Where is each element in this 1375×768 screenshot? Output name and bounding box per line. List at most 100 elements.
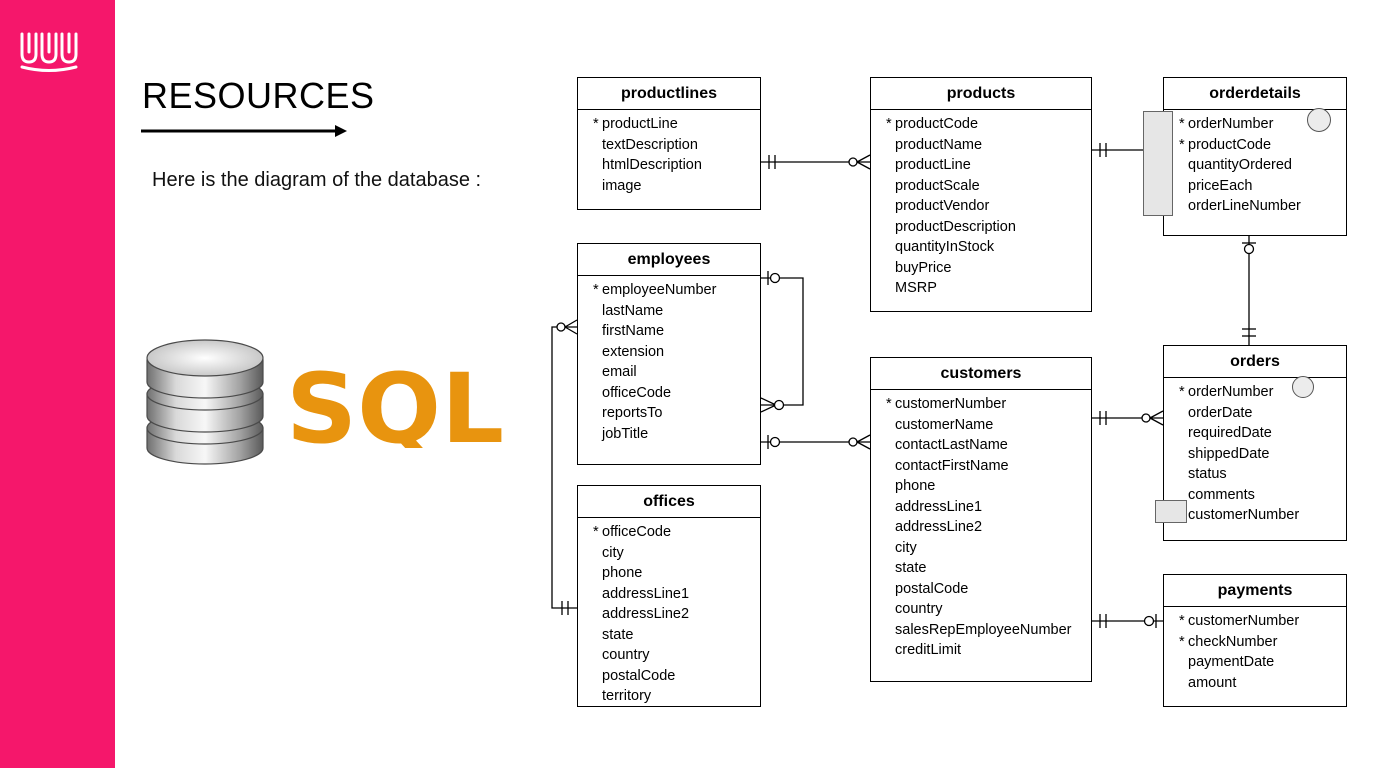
table-field: *checkNumber	[1164, 632, 1346, 653]
field-name: quantityInStock	[895, 239, 995, 255]
field-name: status	[1188, 466, 1227, 482]
table-title: products	[871, 78, 1091, 110]
table-field: postalCode	[871, 579, 1091, 600]
primary-key-marker: *	[1179, 116, 1185, 132]
field-name: contactLastName	[895, 437, 1008, 453]
field-name: addressLine2	[895, 519, 983, 535]
field-name: orderNumber	[1188, 116, 1274, 132]
field-name: jobTitle	[602, 425, 649, 442]
table-field: customerNumber	[1164, 505, 1346, 526]
field-name: productCode	[1188, 136, 1272, 153]
field-name: productScale	[895, 177, 980, 194]
field-name: firstName	[602, 323, 665, 339]
table-field: jobTitle	[578, 424, 760, 445]
field-name: lastName	[602, 302, 664, 319]
field-name: country	[602, 647, 650, 663]
field-name: htmlDescription	[602, 157, 702, 173]
table-field: state	[578, 625, 760, 646]
table-field: lastName	[578, 301, 760, 322]
field-name: productVendor	[895, 198, 990, 214]
sidebar	[0, 0, 115, 768]
field-name: customerName	[895, 416, 994, 433]
field-name: city	[602, 544, 624, 561]
table-title: orderdetails	[1164, 78, 1346, 110]
table-field: city	[871, 538, 1091, 559]
field-name: checkNumber	[1188, 633, 1278, 650]
table-field: addressLine2	[871, 517, 1091, 538]
field-name: comments	[1188, 486, 1255, 503]
table-title: orders	[1164, 346, 1346, 378]
field-name: image	[602, 177, 642, 194]
field-name: productDescription	[895, 218, 1016, 235]
table-field: quantityInStock	[871, 237, 1091, 258]
table-field: territory	[578, 686, 760, 707]
field-name: addressLine2	[602, 606, 690, 622]
field-list: *orderNumber*productCode quantityOrdered p…	[1164, 110, 1346, 217]
table-field: status	[1164, 464, 1346, 485]
field-name: orderLineNumber	[1188, 198, 1301, 214]
table-field: *orderNumber	[1164, 114, 1346, 135]
field-name: officeCode	[602, 524, 672, 540]
field-name: productLine	[602, 116, 678, 132]
table-orderdetails: orderdetails *orderNumber*productCode qua…	[1163, 77, 1347, 236]
table-field: state	[871, 558, 1091, 579]
sql-logo: SQL	[286, 362, 504, 448]
table-field: requiredDate	[1164, 423, 1346, 444]
field-name: state	[895, 560, 927, 576]
sql-logo-text: SQL	[286, 362, 504, 448]
field-name: productName	[895, 136, 983, 153]
table-field: postalCode	[578, 666, 760, 687]
table-field: *customerNumber	[1164, 611, 1346, 632]
relationship-marker	[1143, 111, 1173, 216]
table-field: addressLine1	[578, 584, 760, 605]
field-name: requiredDate	[1188, 425, 1272, 441]
table-field: productLine	[871, 155, 1091, 176]
table-field: salesRepEmployeeNumber	[871, 620, 1091, 641]
table-field: productScale	[871, 176, 1091, 197]
table-field: phone	[578, 563, 760, 584]
field-name: city	[895, 539, 917, 556]
primary-key-marker: *	[1179, 613, 1185, 629]
field-name: quantityOrdered	[1188, 157, 1292, 173]
page-title: RESOURCES	[142, 75, 375, 116]
table-field: buyPrice	[871, 258, 1091, 279]
table-field: productVendor	[871, 196, 1091, 217]
primary-key-marker: *	[1179, 384, 1185, 400]
field-name: postalCode	[602, 667, 676, 684]
table-field: country	[578, 645, 760, 666]
table-field: contactLastName	[871, 435, 1091, 456]
database-icon	[146, 339, 264, 465]
table-field: city	[578, 543, 760, 564]
field-name: customerNumber	[1188, 507, 1300, 523]
table-field: firstName	[578, 321, 760, 342]
table-field: orderDate	[1164, 403, 1346, 424]
intro-text: Here is the diagram of the database :	[152, 169, 482, 191]
field-name: orderNumber	[1188, 384, 1274, 400]
field-name: orderDate	[1188, 404, 1253, 421]
field-name: customerNumber	[895, 396, 1007, 412]
field-name: priceEach	[1188, 177, 1253, 194]
field-name: customerNumber	[1188, 613, 1300, 629]
table-field: creditLimit	[871, 640, 1091, 661]
primary-key-marker: *	[1179, 136, 1185, 153]
field-name: country	[895, 601, 943, 617]
table-field: reportsTo	[578, 403, 760, 424]
table-field: *orderNumber	[1164, 382, 1346, 403]
table-field: htmlDescription	[578, 155, 760, 176]
table-field: image	[578, 176, 760, 197]
table-field: extension	[578, 342, 760, 363]
table-field: priceEach	[1164, 176, 1346, 197]
field-name: productCode	[895, 116, 979, 132]
primary-key-marker: *	[593, 116, 599, 132]
table-field: *officeCode	[578, 522, 760, 543]
primary-key-marker: *	[593, 282, 599, 298]
table-field: customerName	[871, 415, 1091, 436]
